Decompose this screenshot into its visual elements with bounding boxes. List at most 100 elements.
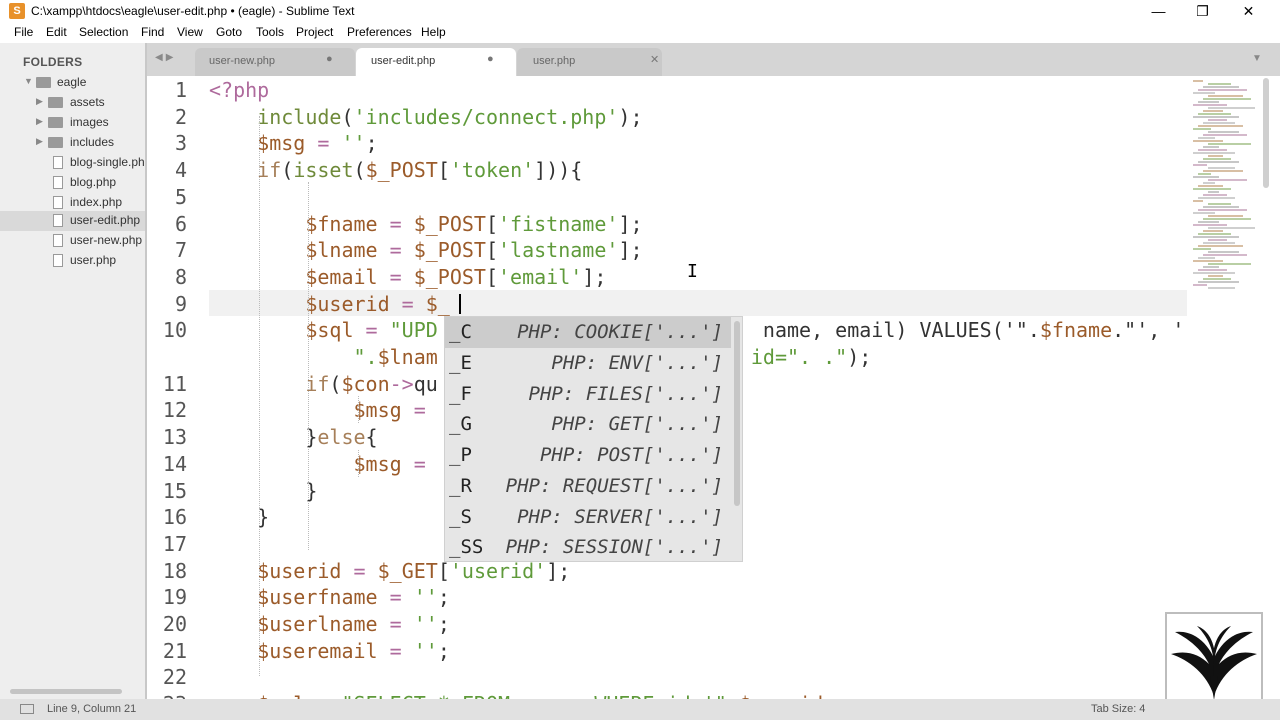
- code-editor[interactable]: 1234567891011121314151617181920212223 <?…: [147, 76, 1280, 699]
- tree-folder-includes[interactable]: ▶ includes: [0, 133, 145, 153]
- maximize-button[interactable]: ❐: [1196, 3, 1209, 19]
- tree-file-user-new[interactable]: user-new.php: [0, 231, 145, 251]
- code-line[interactable]: $lname = $_POST['lastname'];: [209, 237, 642, 264]
- code-token: [329, 692, 341, 699]
- menu-file[interactable]: File: [14, 25, 34, 39]
- tab-nav-arrows-icon[interactable]: ◀▶: [155, 52, 177, 63]
- code-token: (: [353, 158, 366, 183]
- sidebar-divider[interactable]: [145, 43, 147, 699]
- code-line[interactable]: $userid = $_: [209, 291, 450, 318]
- menu-preferences[interactable]: Preferences: [347, 25, 412, 39]
- code-token: [209, 158, 257, 182]
- code-token: [402, 238, 414, 262]
- code-token: ;: [437, 585, 450, 610]
- code-line[interactable]: }: [209, 504, 269, 531]
- tree-file-user-edit[interactable]: user-edit.php: [0, 211, 145, 231]
- code-line[interactable]: $sql = "SELECT * FROM ..... WHERE id='".…: [209, 691, 823, 699]
- code-line[interactable]: include('includes/connect.php');: [209, 104, 642, 131]
- menu-help[interactable]: Help: [421, 25, 446, 39]
- panel-toggle-icon[interactable]: [20, 704, 34, 714]
- code-line[interactable]: $email = $_POST['email'];: [209, 264, 606, 291]
- menu-tools[interactable]: Tools: [256, 25, 285, 39]
- code-line[interactable]: $fname = $_POST['fistname'];: [209, 211, 642, 238]
- code-line[interactable]: ".$lnam id=". .");: [209, 344, 872, 371]
- code-line[interactable]: $msg =: [209, 397, 426, 424]
- expanded-arrow-icon[interactable]: ▼: [24, 76, 33, 86]
- tab-user-new[interactable]: user-new.php ●: [195, 48, 355, 76]
- tab-user-edit[interactable]: user-edit.php ●: [356, 48, 516, 76]
- tree-file-blog-single[interactable]: blog-single.php: [0, 153, 145, 173]
- minimize-button[interactable]: —: [1151, 3, 1166, 19]
- sidebar-horizontal-scrollbar[interactable]: [10, 689, 122, 694]
- minimap-line: [1198, 161, 1239, 163]
- collapsed-arrow-icon[interactable]: ▶: [36, 136, 43, 146]
- code-line[interactable]: <?php: [209, 77, 269, 104]
- code-line[interactable]: $msg =: [209, 451, 426, 478]
- unsaved-dot-icon[interactable]: ●: [487, 53, 494, 65]
- code-token: =: [317, 692, 329, 699]
- menu-selection[interactable]: Selection: [79, 25, 129, 39]
- tab-dropdown-icon[interactable]: ▼: [1252, 53, 1262, 64]
- minimap-line: [1208, 263, 1251, 265]
- close-button[interactable]: ✕: [1242, 3, 1255, 19]
- code-line[interactable]: }: [209, 478, 317, 505]
- autocomplete-trigger: _P: [449, 444, 472, 466]
- code-line[interactable]: $msg = '';: [209, 130, 377, 157]
- minimap[interactable]: [1187, 76, 1263, 296]
- menu-project[interactable]: Project: [296, 25, 334, 39]
- minimap-line: [1193, 272, 1235, 274]
- unsaved-dot-icon[interactable]: ●: [326, 53, 333, 65]
- tree-folder-assets[interactable]: ▶ assets: [0, 93, 145, 113]
- tree-file-user[interactable]: user.php: [0, 251, 145, 271]
- code-line[interactable]: if(isset($_POST['token'])){: [209, 157, 582, 184]
- autocomplete-description: PHP: COOKIE['...']: [517, 321, 723, 343]
- autocomplete-scrollbar[interactable]: [734, 321, 740, 506]
- code-token: isset: [293, 158, 354, 183]
- tab-size-setting[interactable]: Tab Size: 4: [1091, 703, 1146, 715]
- vertical-scrollbar[interactable]: [1263, 78, 1269, 188]
- code-line[interactable]: $sql = "UPD name, email) VALUES('".$fnam…: [209, 317, 1184, 344]
- line-number: 19: [162, 585, 187, 610]
- tree-folder-images[interactable]: ▶ images: [0, 113, 145, 133]
- tree-file-index[interactable]: index.php: [0, 193, 145, 213]
- code-line[interactable]: $userlname = '';: [209, 611, 450, 638]
- code-line[interactable]: $userfname = '';: [209, 584, 450, 611]
- code-token: [209, 639, 257, 663]
- code-token: $fname: [1039, 318, 1113, 343]
- autocomplete-description: PHP: SERVER['...']: [517, 505, 723, 528]
- code-token: else: [317, 425, 366, 450]
- tree-folder-label: assets: [70, 95, 105, 109]
- tree-file-blog[interactable]: blog.php: [0, 173, 145, 193]
- minimap-line: [1203, 86, 1239, 88]
- collapsed-arrow-icon[interactable]: ▶: [36, 96, 43, 106]
- tab-user[interactable]: user.php ✕: [517, 48, 662, 76]
- menu-find[interactable]: Find: [141, 25, 165, 39]
- code-line[interactable]: $userid = $_GET['userid'];: [209, 558, 570, 585]
- text-cursor-icon: I: [687, 261, 698, 282]
- menu-goto[interactable]: Goto: [216, 25, 243, 39]
- minimap-line: [1198, 257, 1215, 259]
- code-line[interactable]: }else{: [209, 424, 377, 451]
- code-line[interactable]: if($con->qu: [209, 371, 438, 398]
- menu-view[interactable]: View: [177, 25, 203, 39]
- code-line[interactable]: $useremail = '';: [209, 638, 450, 665]
- menu-edit[interactable]: Edit: [46, 25, 67, 39]
- close-tab-icon[interactable]: ✕: [650, 54, 660, 66]
- tree-folder-eagle[interactable]: ▼ eagle: [0, 73, 145, 93]
- collapsed-arrow-icon[interactable]: ▶: [36, 116, 43, 126]
- minimap-line: [1193, 200, 1203, 202]
- minimap-line: [1203, 134, 1247, 136]
- sublime-app-icon: S: [9, 3, 25, 19]
- code-token: =: [389, 638, 402, 663]
- code-token: (: [281, 158, 294, 183]
- minimap-line: [1203, 242, 1235, 244]
